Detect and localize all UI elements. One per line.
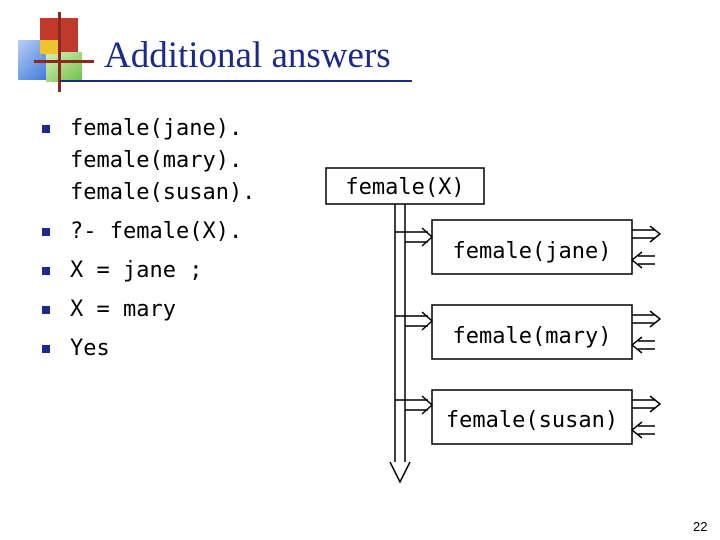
bullet-square-icon (42, 306, 50, 314)
title-underline (60, 80, 412, 82)
bullet-square-icon (42, 228, 50, 236)
clause-label-1: female(jane) (453, 239, 612, 264)
fail-down-arrow (389, 461, 411, 484)
bullet-square-icon (42, 125, 50, 133)
code-line: X = jane ; (70, 258, 203, 283)
exit-redo-arrows-1 (630, 225, 662, 269)
goal-label: female(X) (345, 175, 464, 200)
code-line: female(susan). (70, 180, 256, 205)
slide-title: Additional answers (104, 35, 391, 76)
code-line: Yes (70, 336, 110, 361)
bullet-list: female(jane). female(mary). female(susan… (40, 113, 255, 372)
clause-box-2 (431, 304, 633, 360)
bullet-square-icon (42, 267, 50, 275)
bullet-square-icon (42, 345, 50, 353)
bullet-item-answer-1: X = jane ; (40, 255, 255, 287)
branch-arrow (395, 315, 428, 327)
branch-arrow (421, 311, 434, 331)
branch-arrow (421, 395, 434, 415)
page-number: 22 (693, 519, 708, 534)
clause-label-2: female(mary) (453, 324, 612, 349)
branch-arrow (395, 231, 428, 243)
bullet-item-query: ?- female(X). (40, 216, 255, 248)
bullet-item-yes: Yes (40, 333, 255, 365)
code-line: X = mary (70, 297, 176, 322)
bullet-item-facts: female(jane). female(mary). female(susan… (40, 113, 255, 209)
code-line: female(jane). (70, 116, 243, 141)
branch-arrow (421, 227, 434, 247)
exit-redo-arrows-3 (630, 395, 662, 439)
clause-box-1 (431, 219, 633, 275)
code-line: ?- female(X). (70, 219, 243, 244)
code-line: female(mary). (70, 148, 243, 173)
exit-redo-arrows-2 (630, 310, 662, 354)
slide-logo (18, 12, 94, 92)
clause-label-3: female(susan) (446, 408, 618, 433)
branch-arrow (395, 399, 428, 411)
clause-box-3 (431, 389, 633, 445)
bullet-item-answer-2: X = mary (40, 294, 255, 326)
